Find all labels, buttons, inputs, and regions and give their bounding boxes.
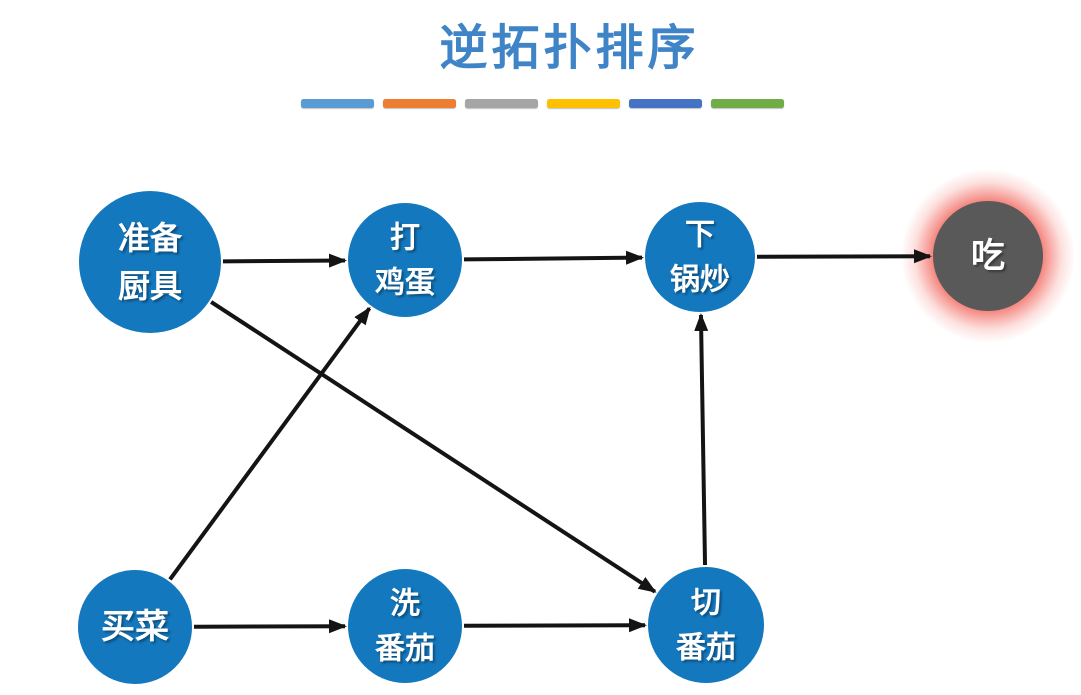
node-stir-fry: 下锅炒	[645, 202, 755, 312]
divider-bar-5	[711, 99, 784, 108]
node-eat: 吃	[933, 201, 1043, 311]
divider-bar-3	[547, 99, 620, 108]
node-cut-tomatoes: 切番茄	[648, 567, 764, 683]
edge-beat-eggs-to-stir-fry	[463, 250, 645, 265]
page-title: 逆拓扑排序	[439, 22, 700, 75]
node-circle-stir-fry	[645, 202, 755, 312]
node-circle-prepare-utensils	[79, 191, 221, 333]
node-circle-buy-groceries	[78, 570, 192, 684]
edge-buy-groceries-to-wash-tomatoes	[193, 619, 348, 634]
node-circle-cut-tomatoes	[648, 567, 764, 683]
edge-buy-groceries-to-beat-eggs	[168, 306, 372, 581]
node-wash-tomatoes: 洗番茄	[348, 569, 462, 683]
edge-wash-tomatoes-to-cut-tomatoes	[463, 618, 648, 633]
edge-prepare-utensils-to-cut-tomatoes	[210, 300, 657, 594]
divider-bar-1	[383, 99, 456, 108]
node-label-eat: 吃	[971, 237, 1005, 275]
node-prepare-utensils: 准备厨具	[79, 191, 221, 333]
node-circle-eat	[933, 201, 1043, 311]
node-buy-groceries: 买菜	[78, 570, 192, 684]
node-beat-eggs: 打鸡蛋	[348, 203, 462, 317]
node-circle-wash-tomatoes	[348, 569, 462, 683]
edge-cut-tomatoes-to-stir-fry	[694, 312, 709, 566]
node-label-wash-tomatoes: 洗番茄	[375, 587, 435, 665]
divider-bar-0	[301, 99, 374, 108]
edge-stir-fry-to-eat	[756, 249, 933, 264]
node-label-stir-fry: 下锅炒	[670, 218, 730, 296]
edge-prepare-utensils-to-beat-eggs	[222, 253, 348, 268]
node-circle-beat-eggs	[348, 203, 462, 317]
divider-bar-2	[465, 99, 538, 108]
node-label-cut-tomatoes: 切番茄	[676, 586, 736, 664]
node-label-prepare-utensils: 准备厨具	[118, 220, 183, 304]
divider-bars	[301, 99, 784, 108]
node-label-beat-eggs: 打鸡蛋	[375, 221, 435, 299]
divider-bar-4	[629, 99, 702, 108]
node-label-buy-groceries: 买菜	[101, 608, 169, 646]
